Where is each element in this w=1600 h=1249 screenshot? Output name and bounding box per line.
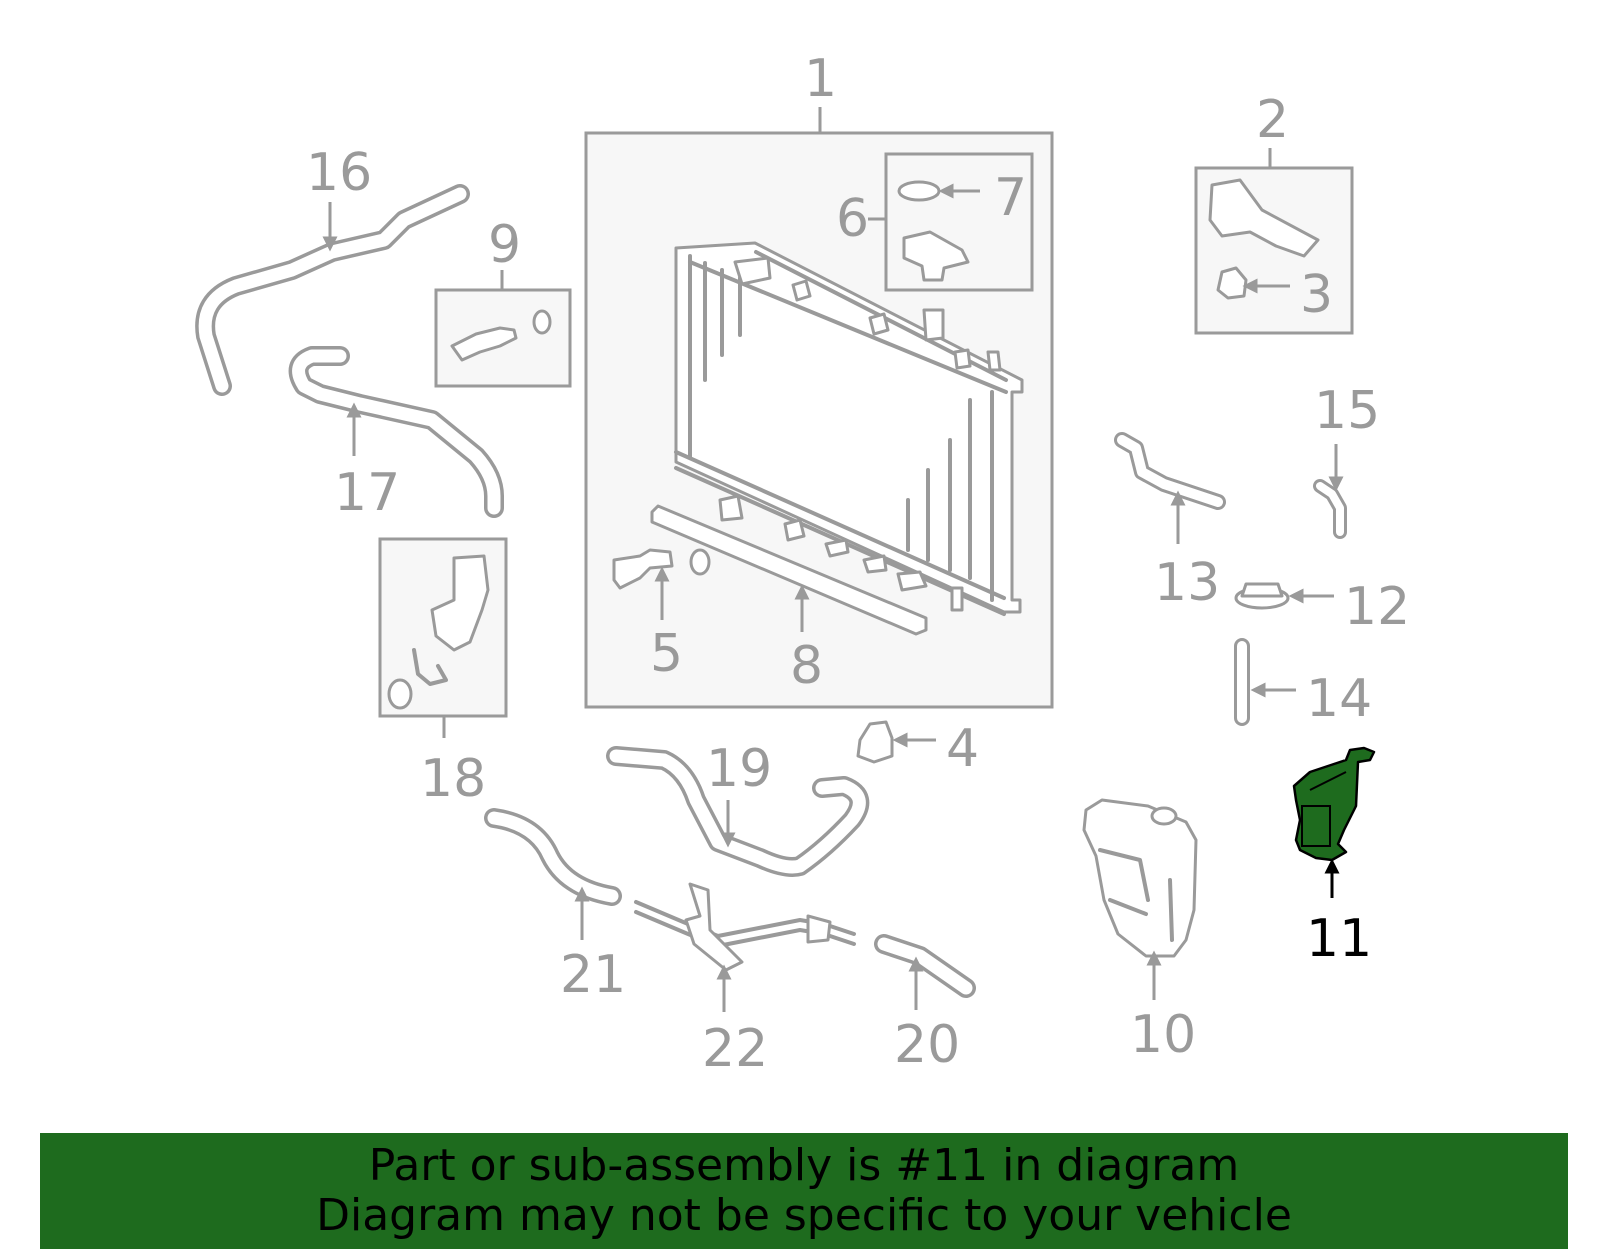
part-7 <box>897 180 941 202</box>
callout-6[interactable]: 6 <box>836 189 869 249</box>
footer-line-2: Diagram may not be specific to your vehi… <box>316 1190 1292 1241</box>
cap-part <box>902 230 970 282</box>
part-12 <box>1234 582 1290 610</box>
callout-20[interactable]: 20 <box>894 1015 960 1075</box>
callout-5[interactable]: 5 <box>650 624 683 684</box>
callout-13[interactable]: 13 <box>1154 553 1220 613</box>
part-19 <box>606 746 870 877</box>
part-3 <box>1216 266 1248 300</box>
callout-9[interactable]: 9 <box>488 215 521 275</box>
part-8 <box>650 504 928 636</box>
part-10 <box>1082 798 1198 958</box>
callout-15[interactable]: 15 <box>1314 381 1380 441</box>
callout-19[interactable]: 19 <box>706 739 772 799</box>
callout-18[interactable]: 18 <box>420 749 486 809</box>
callout-11[interactable]: 11 <box>1306 909 1372 969</box>
radiator-core <box>674 241 1024 616</box>
callout-3[interactable]: 3 <box>1300 265 1333 325</box>
callout-12[interactable]: 12 <box>1344 577 1410 637</box>
part-13 <box>1114 432 1226 510</box>
part-2 <box>1208 178 1320 258</box>
part-15 <box>1313 479 1347 539</box>
part-20 <box>874 934 976 998</box>
part-11-highlighted[interactable] <box>1292 746 1376 862</box>
part-4 <box>856 720 894 764</box>
callout-17[interactable]: 17 <box>334 463 400 523</box>
part-21 <box>484 808 622 906</box>
callout-4[interactable]: 4 <box>946 719 979 779</box>
footer-banner: Part or sub-assembly is #11 in diagram D… <box>40 1133 1568 1249</box>
callout-1[interactable]: 1 <box>804 49 837 109</box>
callout-7[interactable]: 7 <box>994 168 1027 228</box>
callout-14[interactable]: 14 <box>1306 669 1372 729</box>
callout-16[interactable]: 16 <box>306 143 372 203</box>
part-18 <box>387 554 490 710</box>
part-9 <box>450 309 552 362</box>
part-16 <box>195 184 470 396</box>
callout-2[interactable]: 2 <box>1256 90 1289 150</box>
part-22 <box>634 882 856 972</box>
callout-10[interactable]: 10 <box>1130 1005 1196 1065</box>
part-5 <box>612 548 711 590</box>
callout-8[interactable]: 8 <box>790 636 823 696</box>
cap-box <box>884 152 1034 292</box>
callout-22[interactable]: 22 <box>702 1019 768 1079</box>
callout-21[interactable]: 21 <box>560 945 626 1005</box>
footer-line-1: Part or sub-assembly is #11 in diagram <box>368 1140 1240 1191</box>
